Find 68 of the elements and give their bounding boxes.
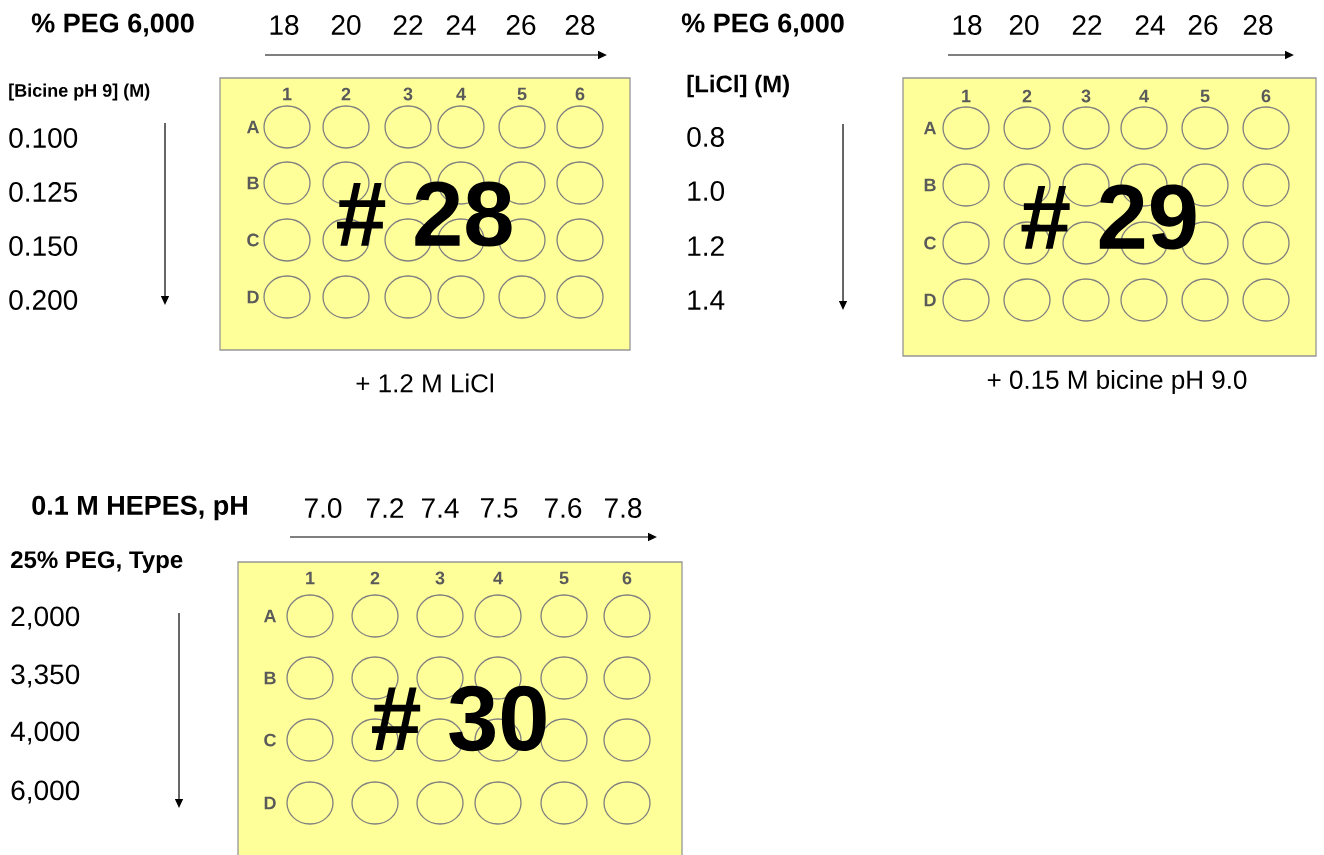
axis-value: 6,000 [11,780,80,804]
axis-value: 7.4 [422,498,459,518]
axis-value: 22 [1072,15,1102,35]
row-letter: D [264,796,276,810]
axis-title: [Bicine pH 9] (M) [9,83,150,101]
axis-value: 22 [393,15,423,35]
column-number: 1 [962,89,971,103]
axis-value: 7.0 [305,498,342,518]
axis-value: 1.2 [688,236,724,256]
axis-value: 28 [565,15,595,35]
row-letter: B [247,176,259,190]
axis-value: 18 [953,15,982,35]
row-letter: A [923,121,937,135]
row-letter: C [924,236,937,250]
axis-value: 1.4 [688,290,725,310]
column-number: 3 [403,87,413,101]
axis-value: 0.200 [9,290,78,310]
column-number: 4 [493,571,503,585]
row-letter: C [264,733,276,747]
row-letter: D [247,290,259,304]
axis-value: 0.8 [687,127,724,147]
column-number: 4 [456,87,466,101]
axis-value: 18 [270,15,299,35]
axis-value: 28 [1243,15,1273,35]
axis-value: 20 [331,15,361,35]
axis-value: 26 [1188,15,1218,35]
axis-value: 7.5 [481,498,518,518]
axis-value: 24 [446,15,476,35]
column-number: 6 [622,571,632,585]
axis-value: 1.0 [688,181,725,201]
column-number: 2 [370,571,380,585]
axis-value: 2,000 [11,606,80,630]
row-letter: C [247,233,259,247]
axis-value: 24 [1135,15,1165,35]
axis-value: 3,350 [11,664,80,688]
axis-title: % PEG 6,000 [681,13,844,37]
axis-value: 0.150 [9,236,78,256]
row-letter: D [924,293,936,307]
axis-value: 0.100 [9,128,78,148]
column-number: 1 [283,87,292,101]
axis-value: 7.6 [545,498,582,518]
column-number: 6 [1261,89,1271,103]
axis-value: 7.8 [605,498,642,518]
axis-title: % PEG 6,000 [31,13,194,37]
axis-title: [LiCl] (M) [687,74,789,98]
row-letter: A [246,120,260,134]
row-letter: B [264,671,276,685]
axis-value: 26 [506,15,536,35]
column-number: 2 [1022,89,1032,103]
axis-title: 0.1 M HEPES, pH [32,495,247,521]
column-number: 4 [1139,89,1149,103]
axis-value: 20 [1009,15,1039,35]
axis-title: 25% PEG, Type [11,551,183,573]
column-number: 3 [435,571,445,585]
axis-value: 7.2 [367,498,404,518]
row-letter: A [263,609,277,623]
caption-text: + 1.2 M LiCl [356,373,493,393]
caption-text: + 0.15 M bicine pH 9.0 [987,369,1247,395]
column-number: 2 [341,87,351,101]
column-number: 5 [1200,89,1210,103]
axis-value: 0.125 [9,182,78,202]
column-number: 5 [559,571,569,585]
axis-value: 4,000 [10,721,80,745]
row-letter: B [924,178,936,192]
column-number: 1 [306,571,315,585]
column-number: 3 [1081,89,1091,103]
column-number: 5 [517,87,527,101]
column-number: 6 [575,87,585,101]
